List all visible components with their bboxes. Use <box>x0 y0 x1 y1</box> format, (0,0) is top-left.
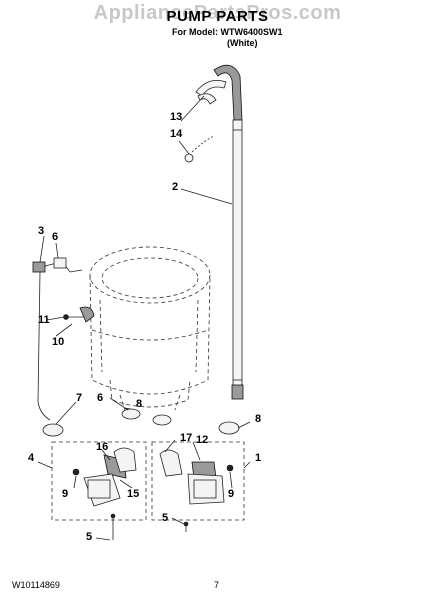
right-pump-assembly <box>151 441 245 532</box>
callout-15: 15 <box>127 488 140 500</box>
tie-strap-part <box>184 135 215 163</box>
color-line: (White) <box>227 38 258 48</box>
callout-5-left: 5 <box>86 531 93 543</box>
drain-hose-part <box>213 64 244 400</box>
callout-13: 13 <box>170 111 183 123</box>
leader-lines <box>37 95 251 541</box>
screw-part <box>63 306 95 323</box>
hose-clamps <box>42 408 240 437</box>
callout-2: 2 <box>172 181 179 193</box>
callout-10: 10 <box>52 336 65 348</box>
wash-tub-outline <box>89 246 211 411</box>
left-pump-assembly <box>51 441 147 540</box>
callout-14: 14 <box>170 128 183 140</box>
callout-6-top: 6 <box>52 231 59 243</box>
callout-8-middle: 8 <box>136 398 143 410</box>
hose-clamp-part <box>195 79 227 105</box>
recirc-hose-part <box>32 257 83 421</box>
callout-4: 4 <box>28 452 35 464</box>
model-line: For Model: WTW6400SW1 <box>172 27 283 37</box>
callout-11: 11 <box>38 314 50 326</box>
callout-3: 3 <box>38 225 45 237</box>
callout-16: 16 <box>96 441 109 453</box>
document-number: W10114869 <box>12 580 60 590</box>
callout-9-right: 9 <box>228 488 235 500</box>
callout-9-left: 9 <box>62 488 69 500</box>
callout-1: 1 <box>255 452 262 464</box>
callout-8-right: 8 <box>255 413 262 425</box>
page-number: 7 <box>214 580 220 590</box>
watermark: AppliancePartsPros.com <box>93 2 342 24</box>
callout-7: 7 <box>76 392 83 404</box>
callout-5-right: 5 <box>162 512 169 524</box>
diagram-title: PUMP PARTS <box>166 8 269 25</box>
callout-12: 12 <box>196 434 209 446</box>
callout-17: 17 <box>180 432 193 444</box>
callout-6-middle: 6 <box>97 392 104 404</box>
